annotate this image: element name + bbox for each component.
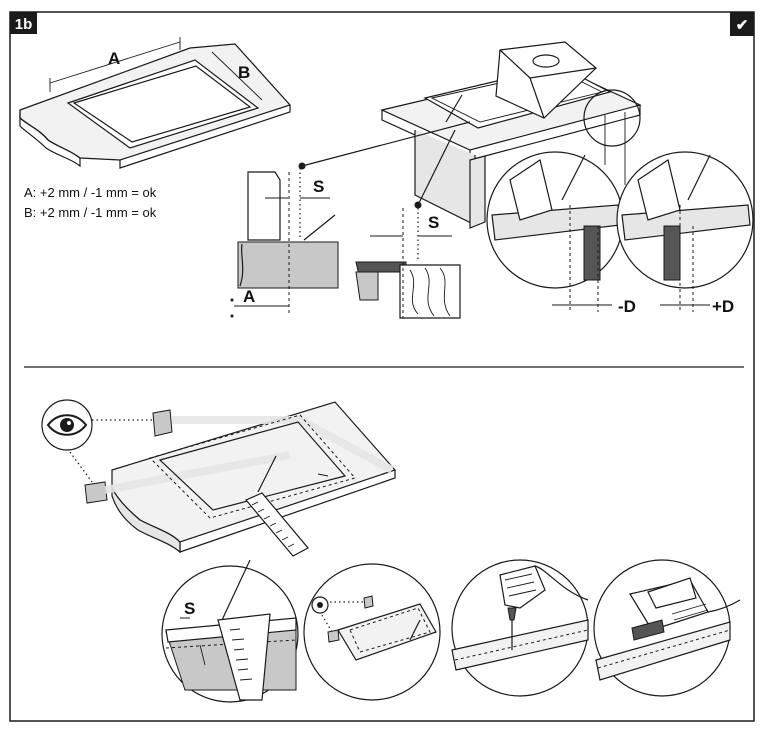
dim-label-b-top: B <box>238 63 250 82</box>
eye-callout <box>41 399 173 504</box>
dim-label-minus-d: -D <box>618 297 636 316</box>
dim-label-a-top: A <box>108 49 120 68</box>
dim-label-plus-d: +D <box>712 297 734 316</box>
countertop-cutout-measure: A B <box>19 37 292 169</box>
jigsaw-detail <box>593 559 741 697</box>
checkmark-icon: ✔ <box>736 17 749 34</box>
drill-icon <box>499 565 589 650</box>
template-check-detail <box>303 563 441 701</box>
dim-label-s-bottom: S <box>184 599 195 618</box>
tolerance-a: A: +2 mm / -1 mm = ok <box>24 185 157 200</box>
dim-label-s-left: S <box>313 177 324 196</box>
step-badge-text: 1b <box>15 16 33 33</box>
tolerance-b: B: +2 mm / -1 mm = ok <box>24 205 157 220</box>
ruler-icon <box>245 492 309 557</box>
sink-installed <box>380 41 642 229</box>
deviation-plus-detail: +D <box>616 151 754 316</box>
checkmark-badge: ✔ <box>730 12 754 36</box>
diagram-border <box>9 11 755 722</box>
countertop-template <box>104 401 397 557</box>
dim-label-a-bottom: A <box>243 287 255 306</box>
eye-icon <box>46 414 88 436</box>
offset-detail-clamp: S <box>355 208 461 319</box>
dim-label-s-right: S <box>428 213 439 232</box>
deviation-minus-detail: -D <box>486 151 636 316</box>
offset-detail-left: S A <box>230 168 339 318</box>
marking-offset-detail: S <box>161 559 299 703</box>
drill-detail <box>451 559 589 697</box>
jigsaw-icon <box>629 577 741 641</box>
pencil-icon <box>257 455 277 493</box>
step-badge: 1b <box>10 12 37 34</box>
